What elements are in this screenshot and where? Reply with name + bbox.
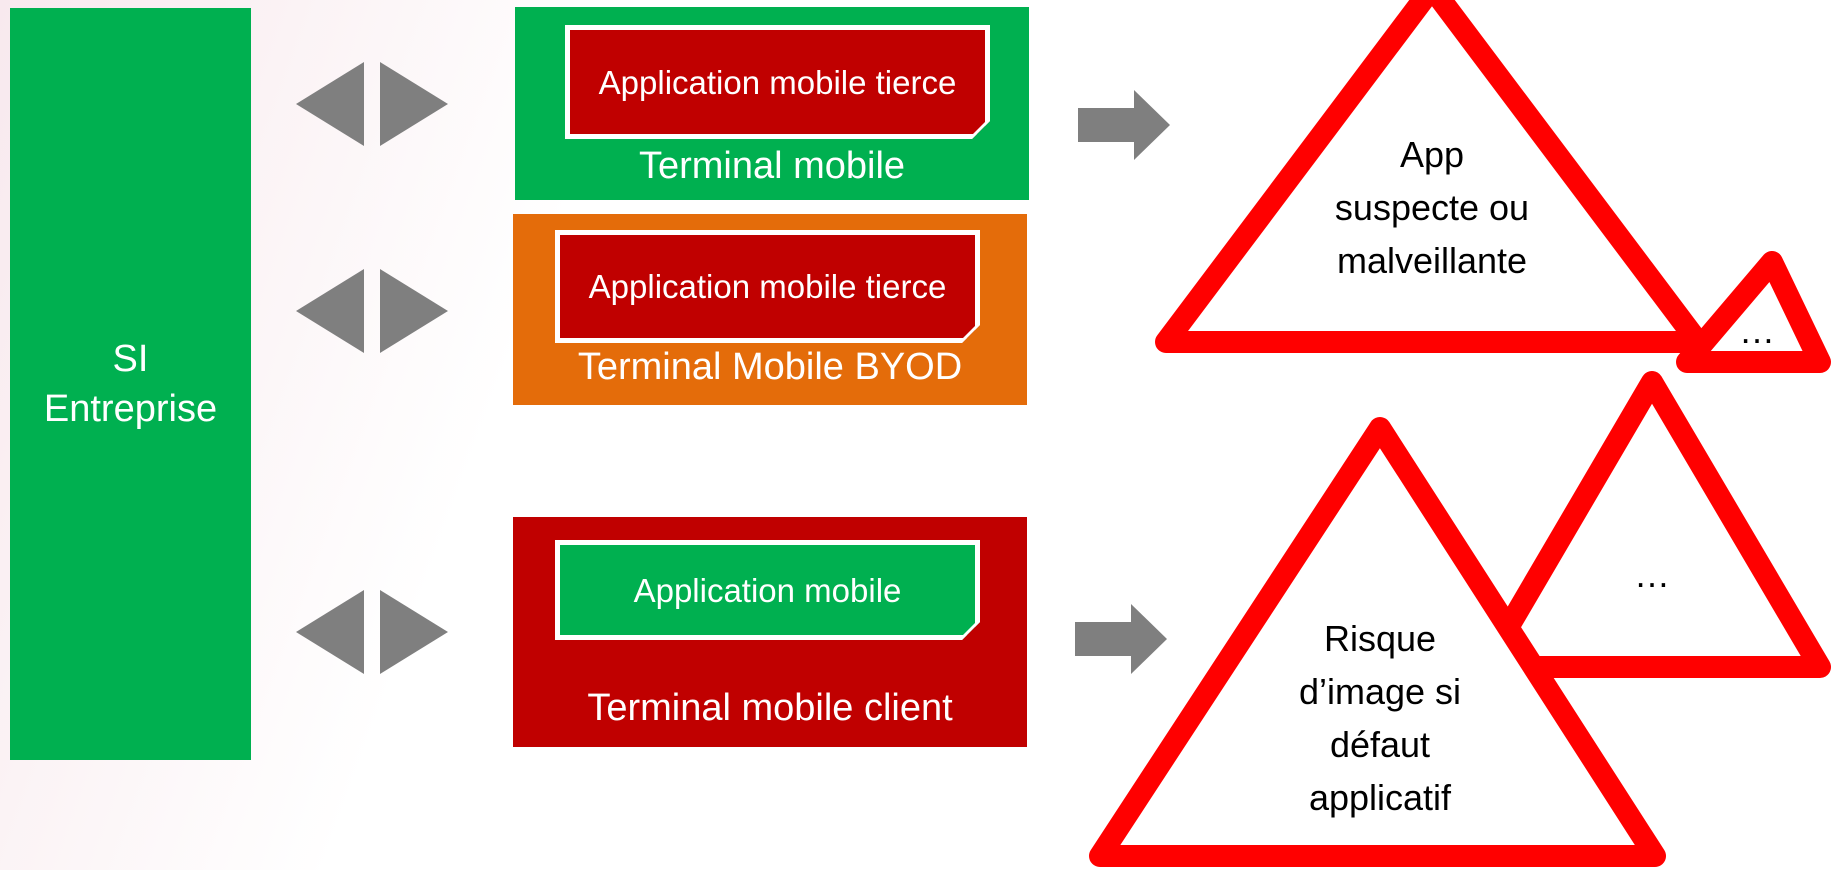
- terminal-label: Terminal mobile client: [587, 687, 953, 729]
- warning-triangle-icon: [1676, 251, 1831, 373]
- terminal-mobile-box: Application mobile tierce Terminal mobil…: [515, 7, 1029, 200]
- bidirectional-arrow-icon: [296, 269, 448, 353]
- app-label: Application mobile tierce: [588, 268, 947, 305]
- bidirectional-arrow-icon: [296, 590, 448, 674]
- third-party-app-box: Application mobile tierce: [565, 25, 990, 139]
- terminal-mobile-byod-box: Application mobile tierce Terminal Mobil…: [513, 214, 1027, 405]
- terminal-label: Terminal mobile: [638, 145, 906, 187]
- risk-label-ellipsis: …: [1634, 554, 1670, 595]
- risk-label-image-risk: Risque d’image si défaut applicatif: [1298, 618, 1462, 818]
- warning-triangle-icon: [1089, 417, 1666, 867]
- si-entreprise-block: SI Entreprise: [10, 8, 251, 760]
- client-app-box: Application mobile: [555, 540, 980, 640]
- app-label: Application mobile: [633, 571, 902, 609]
- terminal-label: Terminal Mobile BYOD: [577, 346, 963, 388]
- risk-label-malicious-app: App suspecte ou malveillante: [1334, 134, 1530, 281]
- risk-label-ellipsis-small: …: [1739, 310, 1775, 351]
- app-label: Application mobile tierce: [598, 63, 957, 101]
- forward-arrow-icon: [1075, 604, 1167, 674]
- si-entreprise-label: SI Entreprise: [43, 338, 218, 430]
- warning-triangle-icon: [1474, 371, 1831, 678]
- warning-triangle-icon: [1155, 0, 1709, 353]
- bidirectional-arrow-icon: [296, 62, 448, 146]
- terminal-mobile-client-box: Application mobile Terminal mobile clien…: [513, 517, 1027, 747]
- third-party-app-box: Application mobile tierce: [555, 230, 980, 343]
- forward-arrow-icon: [1078, 90, 1170, 160]
